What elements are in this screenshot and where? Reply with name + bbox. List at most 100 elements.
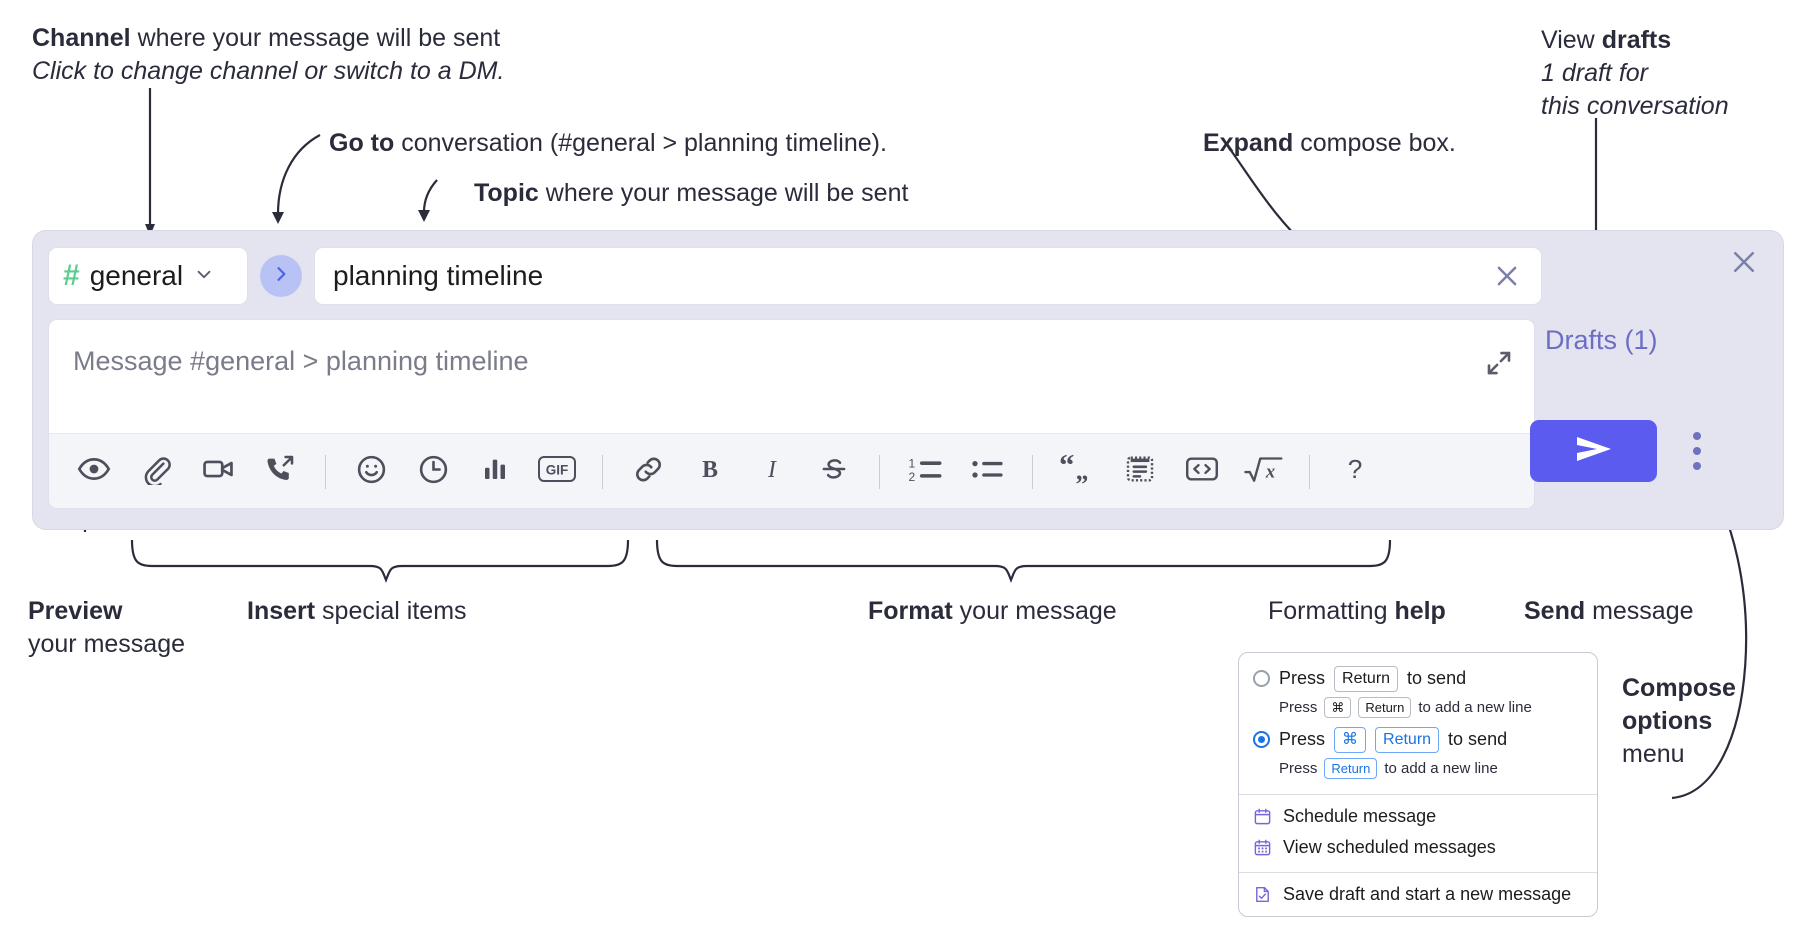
annotation-preview: Preview your message [28, 595, 185, 661]
annotation-expand-bold: Expand [1203, 129, 1294, 157]
brace-format [655, 539, 1392, 583]
menu-item-label: Save draft and start a new message [1283, 884, 1572, 905]
menu-divider [1239, 872, 1597, 874]
radio-button-selected[interactable] [1253, 731, 1270, 749]
bold-button[interactable]: B [685, 447, 735, 497]
option-label-pre: Press [1279, 729, 1326, 750]
chevron-down-icon [193, 263, 215, 290]
svg-text:x: x [1265, 462, 1275, 483]
compose-header-row: # general planning timeline [48, 247, 1542, 305]
ordered-list-icon: 1 2 [906, 453, 944, 490]
annotation-send: Send message [1524, 595, 1694, 628]
kbd-return: Return [1375, 727, 1440, 753]
attach-button[interactable] [131, 447, 181, 497]
code-block-icon [1123, 453, 1157, 490]
annotation-formatting-help-bold: help [1394, 597, 1446, 625]
annotation-drafts-italic2: this conversation [1541, 92, 1729, 120]
annotation-drafts: View drafts 1 draft for this conversatio… [1541, 24, 1729, 123]
kbd-return: Return [1324, 757, 1378, 780]
paperclip-icon [140, 453, 172, 490]
channel-selector[interactable]: # general [48, 247, 248, 305]
sub-label-post: to add a new line [1418, 698, 1532, 716]
separator [325, 454, 326, 489]
svg-text:?: ? [1348, 454, 1363, 484]
annotation-expand: Expand compose box. [1203, 127, 1456, 160]
kbd-command: ⌘ [1334, 727, 1367, 753]
annotation-channel-bold: Channel [32, 24, 131, 52]
annotation-send-rest: message [1585, 597, 1694, 625]
annotation-goto-bold: Go to [329, 129, 395, 157]
close-icon[interactable] [1727, 245, 1761, 279]
poll-button[interactable] [470, 447, 520, 497]
audio-clip-button[interactable] [255, 447, 305, 497]
sub-label-post: to add a new line [1384, 760, 1498, 777]
send-button[interactable] [1530, 420, 1657, 482]
gif-button[interactable]: GIF [532, 447, 582, 497]
annotation-preview-rest: your message [28, 630, 186, 658]
separator [1032, 454, 1033, 489]
separator [879, 454, 880, 489]
compose-options-button[interactable] [1682, 425, 1712, 477]
menu-item-save-draft[interactable]: Save draft and start a new message [1239, 879, 1597, 910]
more-options-icon [1693, 432, 1701, 440]
option-sub-press-cmd-return: Press ⌘ Return to add a new line [1239, 695, 1597, 725]
emoji-button[interactable] [346, 447, 396, 497]
brace-insert [130, 539, 630, 583]
svg-text:“: “ [1059, 453, 1074, 482]
menu-item-view-scheduled-messages[interactable]: View scheduled messages [1239, 832, 1597, 863]
topic-value: planning timeline [333, 260, 544, 291]
annotation-channel-italic: Click to change channel or switch to a D… [32, 57, 505, 85]
message-input[interactable]: Message #general > planning timeline [49, 320, 1534, 433]
math-button[interactable]: x [1239, 447, 1289, 497]
hash-icon: # [63, 259, 80, 292]
radio-button[interactable] [1253, 670, 1270, 688]
annotation-goto-rest: conversation (#general > planning timeli… [394, 129, 887, 157]
kbd-return: Return [1358, 696, 1412, 719]
reminder-button[interactable] [408, 447, 458, 497]
compose-options-menu: Press Return to send Press ⌘ Return to a… [1238, 652, 1598, 918]
bar-chart-icon [480, 454, 510, 489]
arrowhead-goto [272, 212, 284, 224]
option-label-post: to send [1448, 729, 1508, 750]
annotation-insert: Insert special items [247, 595, 467, 628]
bold-icon: B [695, 453, 725, 490]
menu-item-schedule-message[interactable]: Schedule message [1239, 801, 1597, 832]
link-button[interactable] [623, 447, 673, 497]
svg-text:„: „ [1076, 457, 1089, 485]
annotation-channel: Channel where your message will be sent … [32, 22, 504, 88]
annotation-drafts-bold: drafts [1601, 26, 1672, 54]
formatting-help-button[interactable]: ? [1330, 447, 1380, 497]
kbd-command: ⌘ [1324, 696, 1352, 719]
menu-item-label: Schedule message [1283, 806, 1437, 827]
message-placeholder: Message #general > planning timeline [73, 346, 529, 376]
sub-label-pre: Press [1279, 698, 1318, 716]
goto-conversation-button[interactable] [260, 255, 302, 297]
annotation-insert-rest: special items [315, 597, 467, 625]
sub-label-pre: Press [1279, 760, 1318, 777]
option-press-return-to-send[interactable]: Press Return to send [1239, 663, 1597, 695]
drafts-link[interactable]: Drafts (1) [1545, 325, 1658, 355]
eye-icon [77, 452, 111, 491]
preview-button[interactable] [69, 447, 119, 497]
bulleted-list-button[interactable] [962, 447, 1012, 497]
annotation-expand-rest: compose box. [1293, 129, 1456, 157]
topic-input[interactable]: planning timeline [314, 247, 1542, 305]
smiley-icon [355, 453, 388, 491]
inline-code-button[interactable] [1177, 447, 1227, 497]
annotation-compose-options-l3: menu [1622, 740, 1685, 768]
annotation-format-bold: Format [868, 597, 953, 625]
ordered-list-button[interactable]: 1 2 [900, 447, 950, 497]
blockquote-button[interactable]: “„ [1053, 447, 1103, 497]
expand-icon[interactable] [1482, 346, 1516, 380]
italic-button[interactable]: I [747, 447, 797, 497]
option-press-cmd-return-to-send[interactable]: Press ⌘ Return to send [1239, 724, 1597, 756]
menu-divider [1239, 794, 1597, 796]
video-clip-button[interactable] [193, 447, 243, 497]
phone-arrow-icon [264, 453, 296, 490]
strikethrough-button[interactable] [809, 447, 859, 497]
close-icon[interactable] [1487, 256, 1527, 296]
code-block-button[interactable] [1115, 447, 1165, 497]
more-options-icon [1693, 462, 1701, 470]
annotation-drafts-plain: View [1541, 26, 1602, 54]
annotation-formatting-help: Formatting help [1268, 595, 1446, 628]
